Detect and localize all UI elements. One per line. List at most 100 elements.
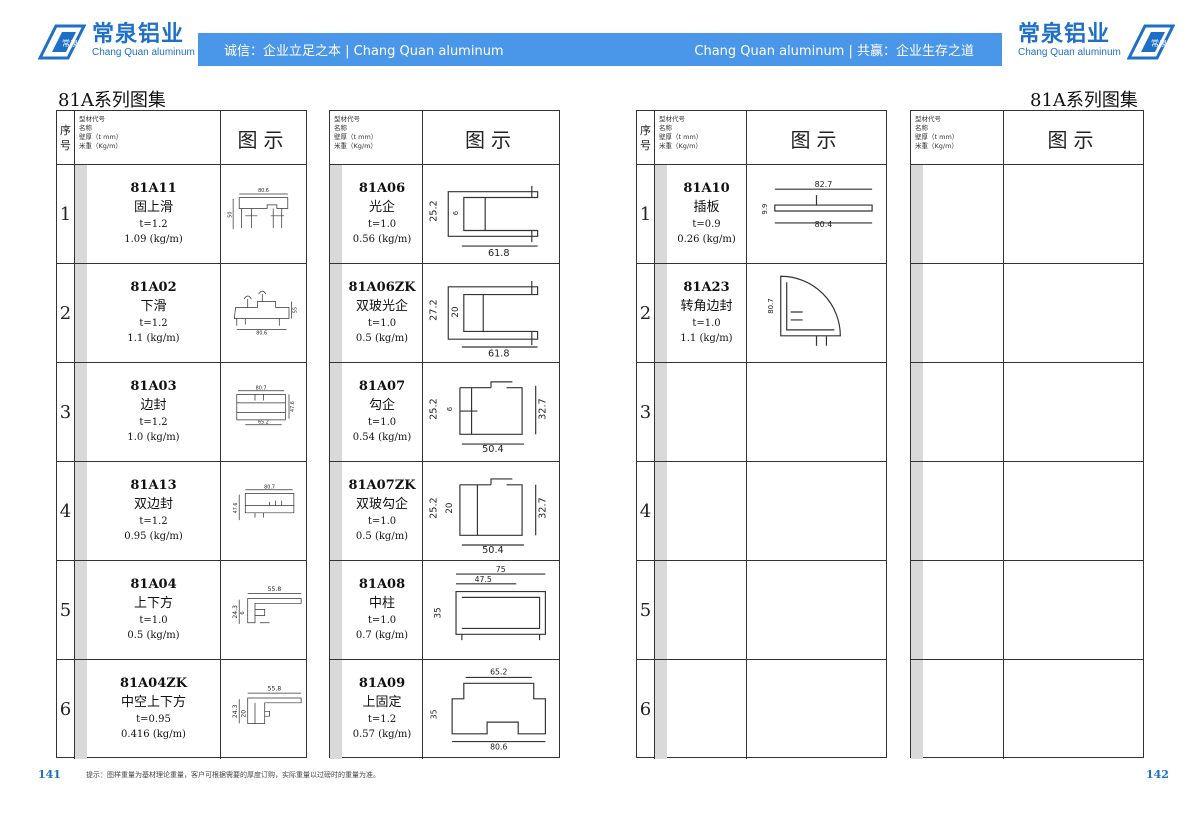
profile-drawing: 80.7 47.6 65.2: [221, 363, 306, 461]
shade-strip: [330, 462, 342, 560]
dim-label: 6: [240, 611, 246, 615]
profile-table-2: 型材代号名称 壁厚（t mm）米重（Kg/m） 图示 81A06 光企 t=1.0 0…: [329, 110, 560, 759]
shade-strip: [655, 165, 667, 263]
table-header: 序号 型材代号名称 壁厚（t mm）米重（Kg/m） 图示: [637, 111, 886, 165]
page-title-left: 81A系列图集: [58, 90, 166, 111]
shade-strip: [655, 660, 667, 759]
empty-cell: [747, 363, 886, 461]
shade-strip: [911, 363, 923, 461]
shade-strip: [655, 561, 667, 659]
row-number: 3: [57, 363, 75, 461]
table-header: 序号 型材代号名称 壁厚（t mm）米重（Kg/m） 图示: [57, 111, 306, 165]
table-row: [911, 165, 1143, 264]
profile-weight: 0.416 (kg/m): [121, 729, 186, 740]
header-spec: 型材代号名称 壁厚（t mm）米重（Kg/m）: [330, 111, 423, 165]
dim-label: 65.2: [258, 420, 269, 426]
empty-cell: [1004, 264, 1143, 362]
profile-weight: 0.95 (kg/m): [124, 531, 183, 542]
table-row: [911, 264, 1143, 363]
dim-label: 80.6: [256, 330, 267, 336]
header-spec: 型材代号名称 壁厚（t mm）米重（Kg/m）: [655, 111, 747, 165]
row-number: 2: [637, 264, 655, 362]
dim-label: 20: [445, 503, 455, 514]
profile-name: 双玻勾企: [355, 497, 408, 512]
profile-info: [655, 363, 747, 461]
profile-drawing: 80.6 55: [221, 264, 306, 362]
table-row: [911, 462, 1143, 561]
shade-strip: [655, 462, 667, 560]
dim-label: 20: [240, 710, 247, 718]
profile-drawing: 80.6 50: [221, 165, 306, 263]
profile-name: 转角边封: [680, 299, 733, 314]
profile-code: 81A06ZK: [348, 280, 416, 295]
profile-name: 固上滑: [133, 200, 173, 215]
profile-name: 光企: [368, 200, 395, 215]
empty-cell: [1004, 462, 1143, 560]
profile-thickness: t=1.0: [367, 417, 397, 428]
dim-label: 55.8: [268, 586, 282, 593]
profile-table-4: 型材代号名称 壁厚（t mm）米重（Kg/m） 图示: [910, 110, 1144, 759]
dim-label: 27.2: [429, 299, 440, 321]
table-row: 3: [637, 363, 886, 462]
profile-thickness: t=1.2: [139, 318, 168, 329]
empty-cell: [1004, 660, 1143, 759]
dim-label: 50.4: [482, 545, 504, 556]
dim-label: 55: [292, 307, 298, 313]
profile-info: [911, 264, 1004, 362]
table-header: 型材代号名称 壁厚（t mm）米重（Kg/m） 图示: [911, 111, 1143, 165]
empty-cell: [747, 561, 886, 659]
profile-code: 81A06: [358, 181, 406, 196]
dim-label: 55.8: [268, 686, 282, 693]
footer-note: 提示：图样重量为基材理论重量，客户可根据需要的厚度订购，实际重量以过磅时的重量为…: [86, 771, 380, 779]
profile-info: [655, 462, 747, 560]
profile-info: [911, 462, 1004, 560]
profile-thickness: t=1.0: [367, 615, 397, 626]
row-number: 6: [57, 660, 75, 759]
profile-code: 81A03: [130, 379, 177, 394]
shade-strip: [330, 561, 342, 659]
table-row: [911, 363, 1143, 462]
header-image: 图示: [465, 127, 517, 152]
row-number: 2: [57, 264, 75, 362]
dim-label: 50.4: [482, 444, 504, 455]
profile-name: 中空上下方: [120, 695, 186, 710]
dim-label: 80.6: [258, 188, 269, 194]
dim-label: 24.3: [232, 704, 239, 718]
profile-code: 81A23: [683, 280, 730, 295]
dim-label: 47.5: [475, 575, 492, 584]
dim-label: 61.8: [488, 248, 510, 259]
profile-info: [911, 561, 1004, 659]
shade-strip: [330, 264, 342, 362]
shade-strip: [655, 264, 667, 362]
profile-code: 81A09: [358, 676, 406, 691]
brand-name-cn: 常泉铝业: [92, 22, 185, 47]
row-number: 1: [57, 165, 75, 263]
profile-weight: 0.5 (kg/m): [355, 333, 409, 344]
empty-cell: [1004, 363, 1143, 461]
shade-strip: [911, 561, 923, 659]
dim-label: 9.9: [761, 204, 769, 215]
shade-strip: [655, 363, 667, 461]
table-row: [911, 660, 1143, 759]
table-header: 型材代号名称 壁厚（t mm）米重（Kg/m） 图示: [330, 111, 559, 165]
profile-thickness: t=1.0: [692, 318, 721, 329]
profile-code: 81A07: [358, 379, 406, 394]
profile-weight: 1.1 (kg/m): [127, 333, 180, 344]
dim-label: 75: [496, 565, 506, 574]
brand-name-en: Chang Quan aluminum: [1018, 47, 1121, 58]
profile-info: [911, 165, 1004, 263]
brand-name-en: Chang Quan aluminum: [92, 47, 195, 58]
brand-logo-left: 常泉 常泉铝业 Chang Quan aluminum: [37, 22, 201, 60]
empty-cell: [1004, 561, 1143, 659]
